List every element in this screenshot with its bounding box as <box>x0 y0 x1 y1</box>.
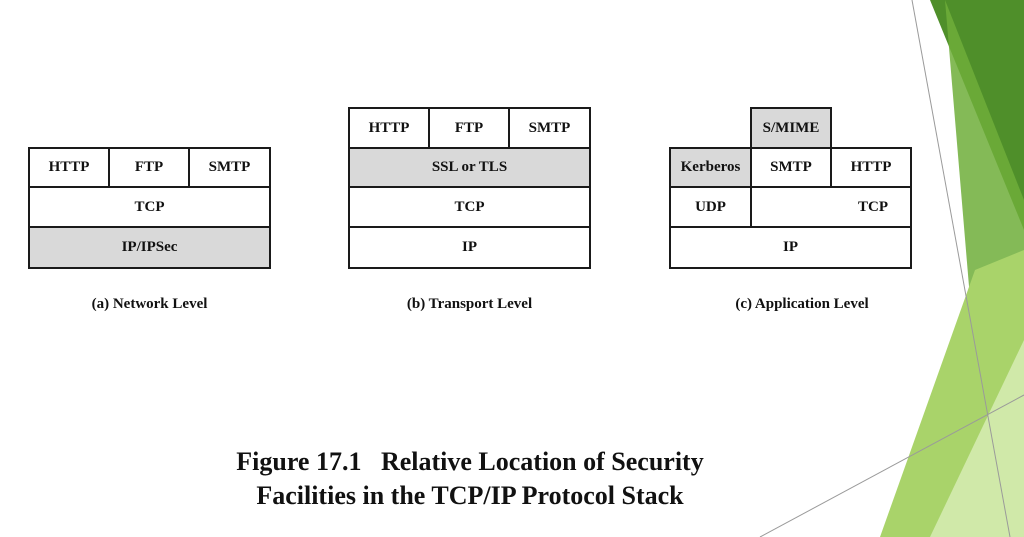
application-smime-cell: S/MIME <box>750 107 832 149</box>
application-http-cell: HTTP <box>830 147 912 188</box>
green-band-pale <box>930 340 1024 537</box>
network-ftp-cell: FTP <box>108 147 190 188</box>
transport-level-caption: (b) Transport Level <box>406 296 533 312</box>
transport-http-cell: HTTP <box>348 107 430 149</box>
application-level-caption: (c) Application Level <box>735 296 869 312</box>
network-http-cell: HTTP <box>28 147 110 188</box>
application-kerberos-cell: Kerberos <box>669 147 752 188</box>
network-level-caption: (a) Network Level <box>91 296 208 312</box>
transport-tcp-cell: TCP <box>348 186 591 228</box>
transport-smtp-cell: SMTP <box>508 107 591 149</box>
network-tcp-cell: TCP <box>28 186 271 228</box>
application-tcp-cell: TCP <box>750 186 912 228</box>
transport-ip-cell: IP <box>348 226 591 269</box>
network-smtp-cell: SMTP <box>188 147 271 188</box>
deco-line-2 <box>759 394 1024 537</box>
figure-title-line-1: Figure 17.1 Relative Location of Securit… <box>236 447 704 476</box>
network-ipsec-cell: IP/IPSec <box>28 226 271 269</box>
figure-title: Figure 17.1 Relative Location of Securit… <box>150 445 790 513</box>
application-ip-cell: IP <box>669 226 912 269</box>
application-smtp-cell: SMTP <box>750 147 832 188</box>
transport-ftp-cell: FTP <box>428 107 510 149</box>
application-udp-cell: UDP <box>669 186 752 228</box>
figure-title-line-2: Facilities in the TCP/IP Protocol Stack <box>256 481 684 510</box>
deco-line-1 <box>911 0 1011 537</box>
transport-ssl-tls-cell: SSL or TLS <box>348 147 591 188</box>
